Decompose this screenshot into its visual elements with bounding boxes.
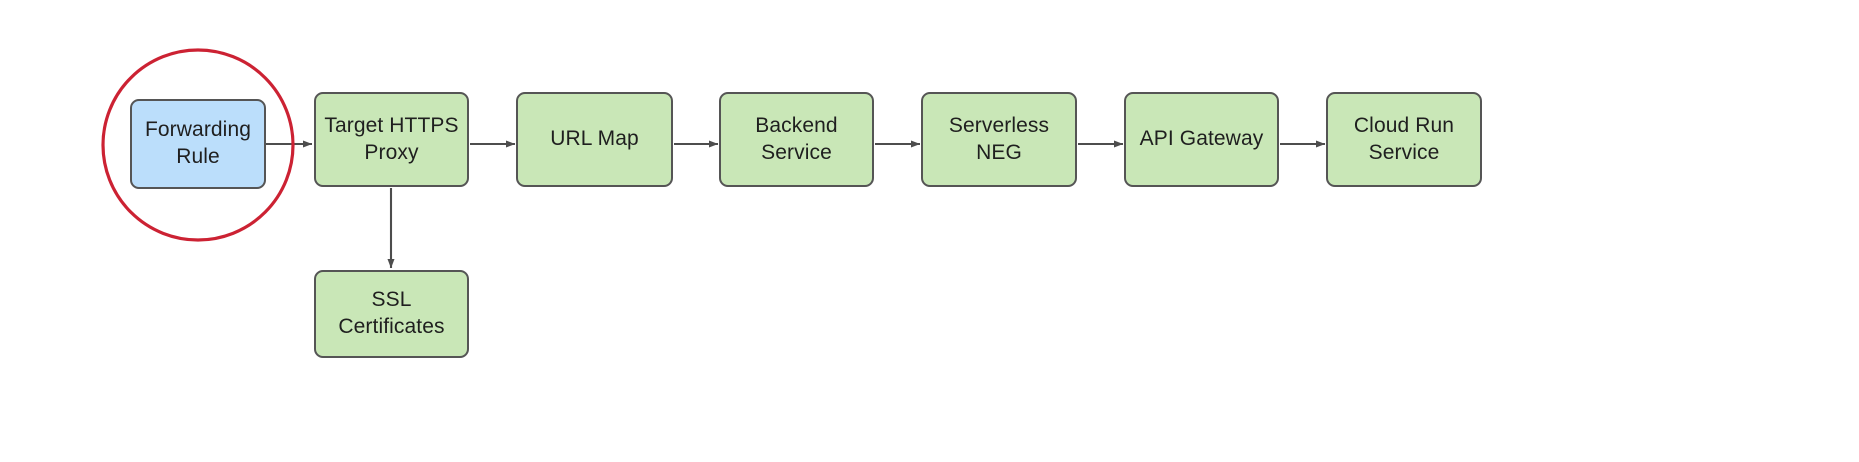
node-label-backend-service: Backend Service xyxy=(755,113,838,164)
node-label-target-https-proxy: Target HTTPS Proxy xyxy=(324,113,459,164)
node-target-https-proxy[interactable]: Target HTTPS Proxy xyxy=(314,92,469,187)
node-label-url-map: URL Map xyxy=(550,127,639,151)
node-api-gateway[interactable]: API Gateway xyxy=(1124,92,1279,187)
node-ssl-certificates[interactable]: SSL Certificates xyxy=(314,270,469,358)
node-label-api-gateway: API Gateway xyxy=(1139,127,1264,151)
node-label-ssl-certificates: SSL Certificates xyxy=(338,288,445,338)
node-serverless-neg[interactable]: Serverless NEG xyxy=(921,92,1077,187)
node-forwarding-rule[interactable]: Forwarding Rule xyxy=(130,99,266,189)
node-label-cloud-run-service: Cloud Run Service xyxy=(1353,113,1455,164)
node-cloud-run-service[interactable]: Cloud Run Service xyxy=(1326,92,1482,187)
node-url-map[interactable]: URL Map xyxy=(516,92,673,187)
node-label-serverless-neg: Serverless NEG xyxy=(948,113,1050,164)
node-backend-service[interactable]: Backend Service xyxy=(719,92,874,187)
node-label-forwarding-rule: Forwarding Rule xyxy=(144,118,252,168)
highlight-circle xyxy=(101,48,295,242)
